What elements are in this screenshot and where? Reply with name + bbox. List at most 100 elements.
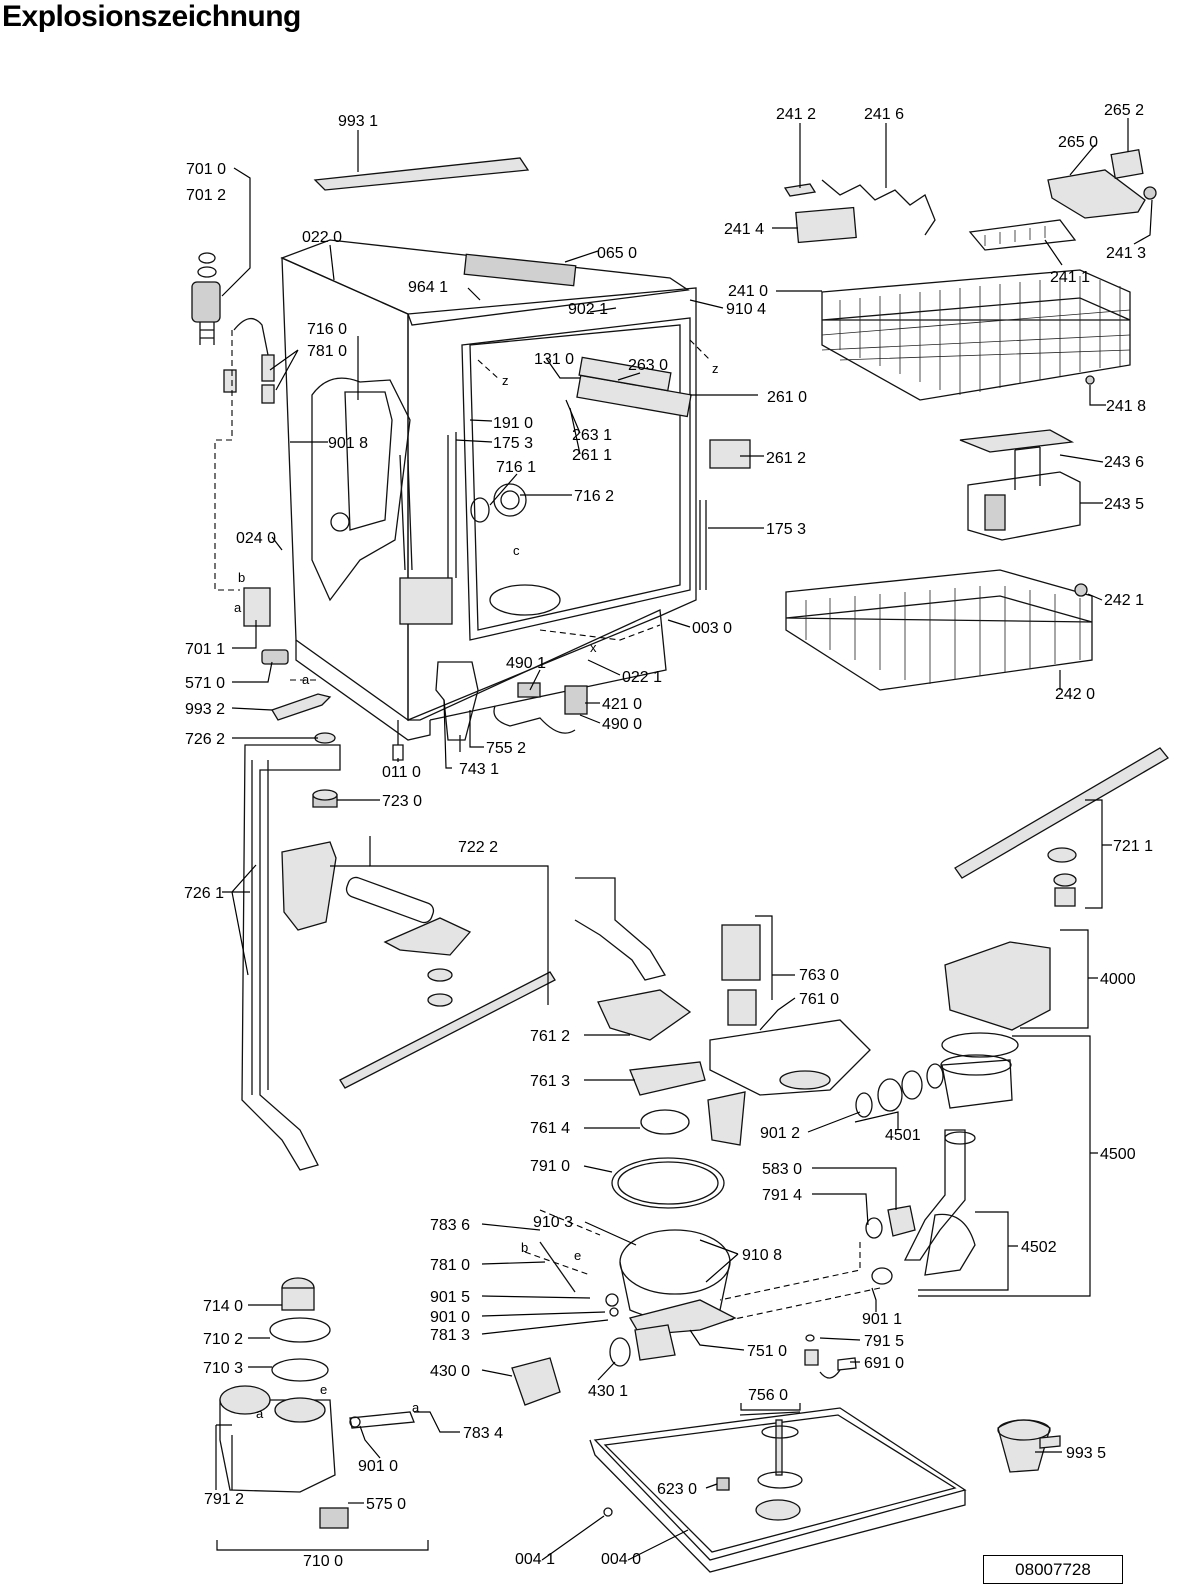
label-263-1: 263 1 — [572, 427, 612, 444]
label-783-4: 783 4 — [463, 1425, 503, 1442]
document-number: 08007728 — [983, 1555, 1123, 1584]
label-723-0: 723 0 — [382, 793, 422, 810]
marker-letter: e — [320, 1382, 327, 1397]
label-710-0: 710 0 — [303, 1553, 343, 1570]
marker-letter: b — [521, 1240, 528, 1255]
part-spanner-tool — [271, 693, 332, 721]
label-241-0: 241 0 — [728, 283, 768, 300]
label-011-0: 011 0 — [382, 764, 421, 781]
label-993-5: 993 5 — [1066, 1445, 1106, 1462]
label-575-0: 575 0 — [366, 1496, 406, 1513]
marker-letter: e — [574, 1248, 581, 1263]
label-761-3: 761 3 — [530, 1073, 570, 1090]
part-drawings — [191, 148, 1169, 1573]
part-top-strip — [313, 157, 530, 191]
part-hinge-bracket — [435, 661, 479, 741]
label-901-0-softener: 901 0 — [358, 1458, 398, 1475]
label-490-1: 490 1 — [506, 655, 546, 672]
label-241-4: 241 4 — [724, 221, 764, 238]
label-241-1: 241 1 — [1050, 269, 1090, 286]
marker-letter: a — [412, 1400, 420, 1415]
page-title: Explosionszeichnung — [2, 0, 301, 33]
label-910-4: 910 4 — [726, 301, 766, 318]
label-131-0: 131 0 — [534, 351, 574, 368]
part-upper-basket — [821, 269, 1131, 401]
marker-letter: a — [234, 600, 242, 615]
label-901-1: 901 1 — [862, 1311, 902, 1328]
label-763-0: 763 0 — [799, 967, 839, 984]
label-783-6: 783 6 — [430, 1217, 470, 1234]
label-743-1: 743 1 — [459, 761, 499, 778]
label-175-3-inner: 175 3 — [493, 435, 533, 452]
label-004-0: 004 0 — [601, 1551, 641, 1568]
label-902-1: 902 1 — [568, 301, 608, 318]
label-726-2: 726 2 — [185, 731, 225, 748]
label-791-2: 791 2 — [204, 1491, 244, 1508]
label-791-4: 791 4 — [762, 1187, 802, 1204]
part-cutlery-basket — [959, 429, 1081, 541]
part-labels: 993 1 701 0 701 2 022 0 065 0 964 1 902 … — [184, 102, 1153, 1570]
part-571 — [261, 649, 289, 665]
marker-letter: b — [238, 570, 245, 585]
label-755-2: 755 2 — [486, 740, 526, 757]
part-421-0 — [564, 685, 588, 715]
marker-letter: z — [712, 361, 719, 376]
label-714-0: 714 0 — [203, 1298, 243, 1315]
marker-letter: a — [302, 672, 310, 687]
label-261-2: 261 2 — [766, 450, 806, 467]
label-242-0: 242 0 — [1055, 686, 1095, 703]
label-691-0: 691 0 — [864, 1355, 904, 1372]
label-024-0: 024 0 — [236, 530, 276, 547]
label-022-0: 022 0 — [302, 229, 342, 246]
part-sump-assembly — [511, 877, 881, 1406]
label-191-0: 191 0 — [493, 415, 533, 432]
part-level-switch — [243, 587, 271, 627]
label-761-4: 761 4 — [530, 1120, 570, 1137]
label-241-2: 241 2 — [776, 106, 816, 123]
leader-lines — [215, 118, 1153, 1561]
label-490-0: 490 0 — [602, 716, 642, 733]
label-430-1: 430 1 — [588, 1383, 628, 1400]
label-421-0: 421 0 — [602, 696, 642, 713]
label-901-2: 901 2 — [760, 1125, 800, 1142]
label-701-0: 701 0 — [186, 161, 226, 178]
label-721-1: 721 1 — [1113, 838, 1153, 855]
label-4502: 4502 — [1021, 1239, 1057, 1256]
label-901-5: 901 5 — [430, 1289, 470, 1306]
label-910-3: 910 3 — [533, 1214, 573, 1231]
label-726-1: 726 1 — [184, 885, 224, 902]
label-761-2: 761 2 — [530, 1028, 570, 1045]
label-243-6: 243 6 — [1104, 454, 1144, 471]
label-003-0: 003 0 — [692, 620, 732, 637]
label-716-2: 716 2 — [574, 488, 614, 505]
label-701-2: 701 2 — [186, 187, 226, 204]
label-964-1: 964 1 — [408, 279, 448, 296]
label-781-0-top: 781 0 — [307, 343, 347, 360]
label-265-2: 265 2 — [1104, 102, 1144, 119]
label-242-1: 242 1 — [1104, 592, 1144, 609]
label-241-6: 241 6 — [864, 106, 904, 123]
marker-letter: z — [502, 373, 509, 388]
label-261-0: 261 0 — [767, 389, 807, 406]
label-710-2: 710 2 — [203, 1331, 243, 1348]
label-263-0: 263 0 — [628, 357, 668, 374]
label-571-0: 571 0 — [185, 675, 225, 692]
label-243-5: 243 5 — [1104, 496, 1144, 513]
label-791-5: 791 5 — [864, 1333, 904, 1350]
label-623-0: 623 0 — [657, 1481, 697, 1498]
label-430-0: 430 0 — [430, 1363, 470, 1380]
part-circulation-pump — [855, 941, 1051, 1285]
label-993-2: 993 2 — [185, 701, 225, 718]
label-761-0: 761 0 — [799, 991, 839, 1008]
label-910-8: 910 8 — [742, 1247, 782, 1264]
label-722-2: 722 2 — [458, 839, 498, 856]
part-490-1 — [517, 682, 541, 698]
part-base-tray — [589, 1407, 967, 1573]
label-901-8: 901 8 — [328, 435, 368, 452]
label-751-0: 751 0 — [747, 1343, 787, 1360]
label-710-3: 710 3 — [203, 1360, 243, 1377]
label-901-0-sump: 901 0 — [430, 1309, 470, 1326]
label-756-0: 756 0 — [748, 1387, 788, 1404]
label-791-0: 791 0 — [530, 1158, 570, 1175]
